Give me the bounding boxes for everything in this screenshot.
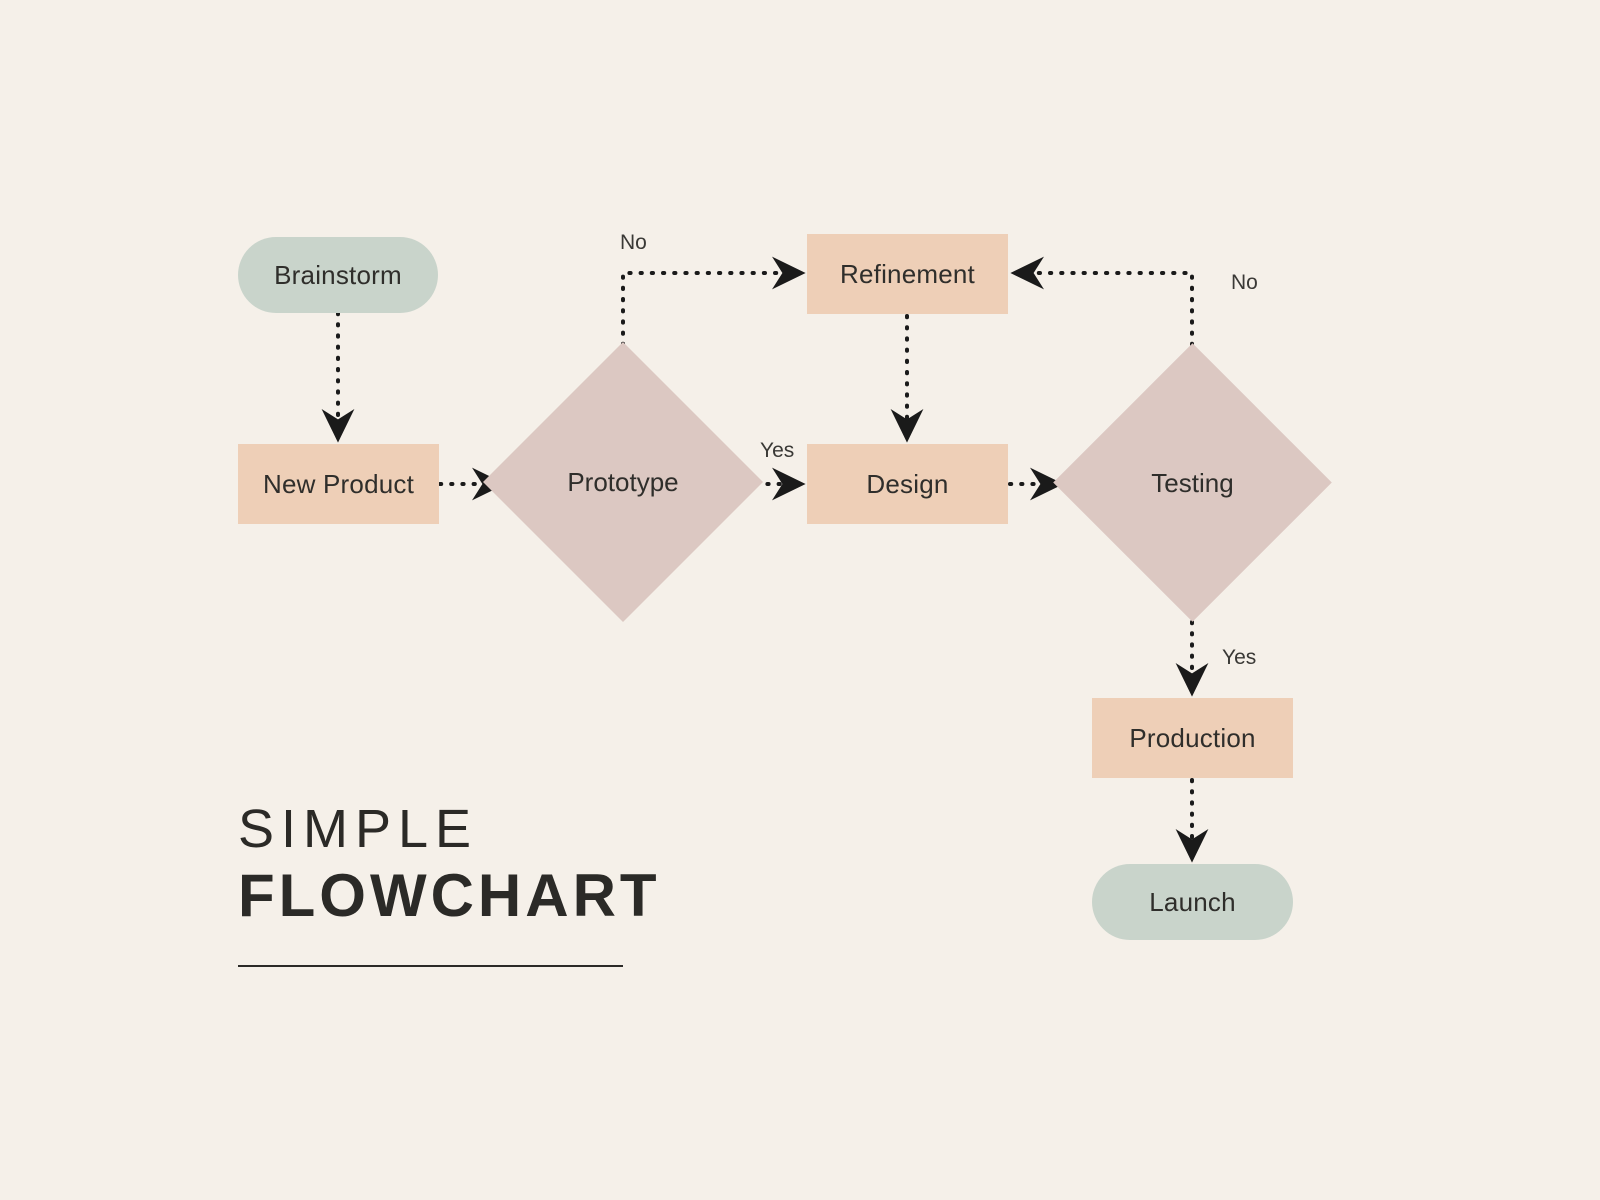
node-prototype-label: Prototype [567, 467, 679, 497]
node-refinement[interactable]: Refinement [807, 234, 1008, 314]
edge-label-prototype-yes: Yes [760, 439, 795, 462]
title-block: SIMPLE FLOWCHART [238, 799, 661, 968]
node-brainstorm[interactable]: Brainstorm [238, 237, 438, 313]
node-production[interactable]: Production [1092, 698, 1293, 778]
edge-label-prototype-no: No [620, 231, 647, 254]
node-production-label: Production [1129, 723, 1256, 753]
node-launch-label: Launch [1149, 887, 1236, 917]
title-line-flowchart: FLOWCHART [238, 862, 661, 930]
node-brainstorm-label: Brainstorm [274, 260, 402, 290]
node-launch[interactable]: Launch [1092, 864, 1293, 940]
node-design[interactable]: Design [807, 444, 1008, 524]
node-prototype[interactable]: Prototype [482, 341, 764, 623]
title-underline [238, 965, 623, 968]
node-refinement-label: Refinement [840, 259, 975, 289]
node-design-label: Design [866, 469, 949, 499]
title-line-simple: SIMPLE [238, 799, 479, 859]
node-new-product-label: New Product [262, 469, 415, 499]
node-testing[interactable]: Testing [1053, 343, 1332, 622]
edge-label-testing-no: No [1231, 271, 1258, 294]
edge-label-testing-yes: Yes [1222, 646, 1257, 669]
node-testing-label: Testing [1151, 467, 1234, 498]
edge-prototype-refinement [621, 256, 806, 347]
node-new-product[interactable]: New Product [238, 444, 439, 524]
edge-testing-refinement [1010, 256, 1194, 347]
